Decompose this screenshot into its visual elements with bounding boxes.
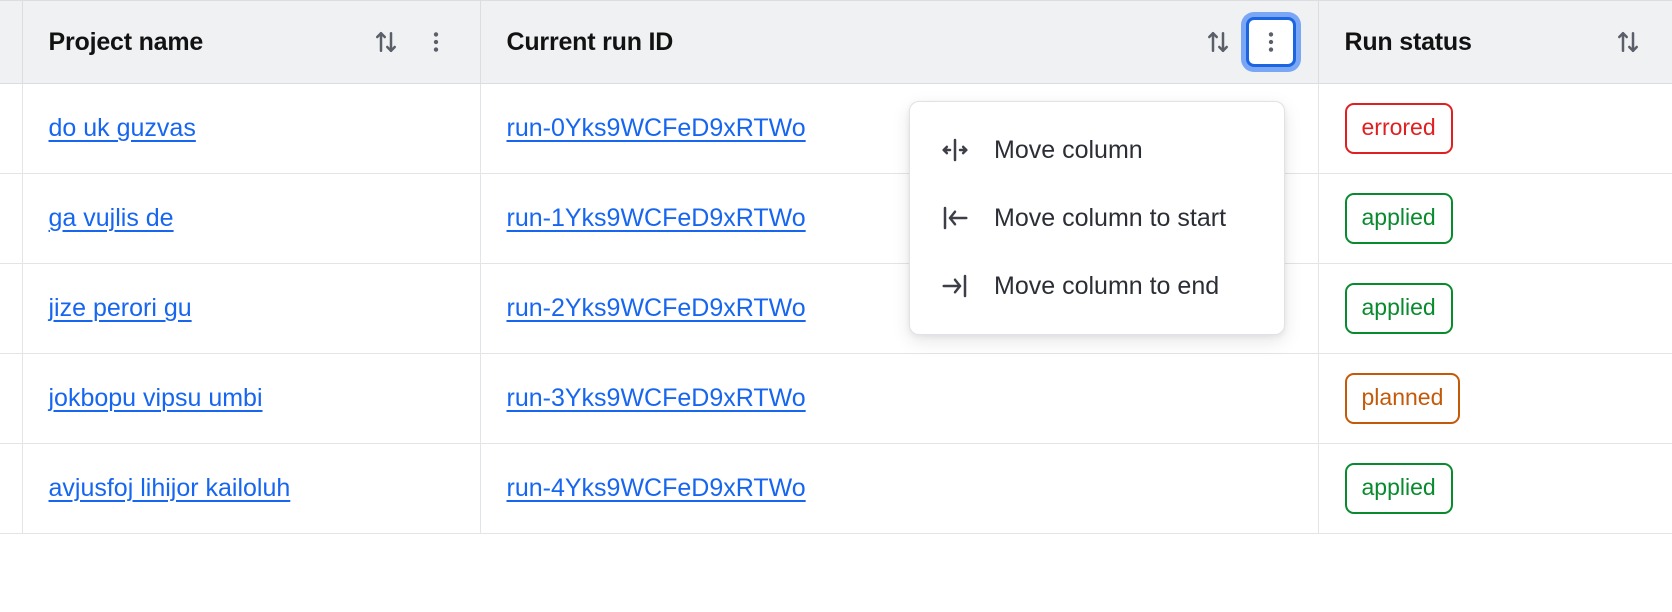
move-column-icon [938, 133, 972, 167]
menu-item-move-column-to-end-label: Move column to end [994, 271, 1220, 300]
project-name-link[interactable]: jokbopu vipsu umbi [48, 384, 263, 412]
menu-item-move-column-to-start-label: Move column to start [994, 203, 1227, 232]
column-header-project-name: Project name [22, 0, 481, 84]
column-header-current-run-id: Current run ID [480, 0, 1319, 84]
project-name-cell: jokbopu vipsu umbi [22, 353, 481, 444]
run-status-cell: applied [1318, 443, 1672, 534]
project-name-cell: ga vujlis de [22, 173, 481, 264]
run-id-cell: run-3Yks9WCFeD9xRTWo [480, 353, 1319, 444]
column-menu-button-current-run-id[interactable] [1245, 17, 1296, 67]
project-name-link[interactable]: jize perori gu [48, 294, 192, 322]
status-badge: planned [1344, 373, 1461, 424]
menu-item-move-column[interactable]: Move column [910, 116, 1284, 184]
table-body: do uk guzvas run-0Yks9WCFeD9xRTWo errore… [0, 83, 1672, 534]
table-row: jize perori gu run-2Yks9WCFeD9xRTWo appl… [0, 263, 1672, 354]
menu-item-move-column-to-end[interactable]: Move column to end [910, 252, 1284, 320]
table-header: Project name [0, 0, 1672, 84]
column-menu-button-project-name[interactable] [414, 20, 458, 64]
column-header-run-status: Run status [1318, 0, 1672, 84]
project-name-link[interactable]: ga vujlis de [48, 204, 174, 232]
column-header-select [0, 0, 23, 84]
project-name-cell: do uk guzvas [22, 83, 481, 174]
run-status-cell: applied [1318, 173, 1672, 264]
menu-item-move-column-label: Move column [994, 135, 1143, 164]
move-column-to-start-icon [938, 201, 972, 235]
status-badge: applied [1344, 283, 1453, 334]
run-id-link[interactable]: run-4Yks9WCFeD9xRTWo [506, 474, 806, 502]
table-header-row: Project name [0, 0, 1672, 84]
run-status-cell: applied [1318, 263, 1672, 354]
status-badge: applied [1344, 463, 1453, 514]
projects-table: Project name [0, 0, 1672, 534]
column-options-menu: Move column Move column to start Move co… [909, 101, 1285, 335]
row-select-cell[interactable] [0, 263, 23, 354]
row-select-cell[interactable] [0, 173, 23, 264]
run-id-link[interactable]: run-3Yks9WCFeD9xRTWo [506, 384, 806, 412]
sort-button-run-status[interactable] [1606, 20, 1650, 64]
sort-button-current-run-id[interactable] [1196, 20, 1240, 64]
run-id-cell: run-4Yks9WCFeD9xRTWo [480, 443, 1319, 534]
status-badge: applied [1344, 193, 1453, 244]
run-id-link[interactable]: run-0Yks9WCFeD9xRTWo [506, 114, 806, 142]
row-select-cell[interactable] [0, 353, 23, 444]
project-name-link[interactable]: do uk guzvas [48, 114, 196, 142]
project-name-link[interactable]: avjusfoj lihijor kailoluh [48, 474, 291, 502]
table-row: ga vujlis de run-1Yks9WCFeD9xRTWo applie… [0, 173, 1672, 264]
run-status-cell: errored [1318, 83, 1672, 174]
row-select-cell[interactable] [0, 443, 23, 534]
move-column-to-end-icon [938, 269, 972, 303]
column-header-run-status-label: Run status [1344, 27, 1472, 56]
table-row: do uk guzvas run-0Yks9WCFeD9xRTWo errore… [0, 83, 1672, 174]
table-row: jokbopu vipsu umbi run-3Yks9WCFeD9xRTWo … [0, 353, 1672, 444]
status-badge: errored [1344, 103, 1453, 154]
menu-item-move-column-to-start[interactable]: Move column to start [910, 184, 1284, 252]
run-status-cell: planned [1318, 353, 1672, 444]
column-header-current-run-id-label: Current run ID [506, 27, 674, 56]
run-id-link[interactable]: run-2Yks9WCFeD9xRTWo [506, 294, 806, 322]
row-select-cell[interactable] [0, 83, 23, 174]
project-name-cell: jize perori gu [22, 263, 481, 354]
sort-button-project-name[interactable] [364, 20, 408, 64]
project-name-cell: avjusfoj lihijor kailoluh [22, 443, 481, 534]
column-header-project-name-label: Project name [48, 27, 204, 56]
table-row: avjusfoj lihijor kailoluh run-4Yks9WCFeD… [0, 443, 1672, 534]
run-id-link[interactable]: run-1Yks9WCFeD9xRTWo [506, 204, 806, 232]
